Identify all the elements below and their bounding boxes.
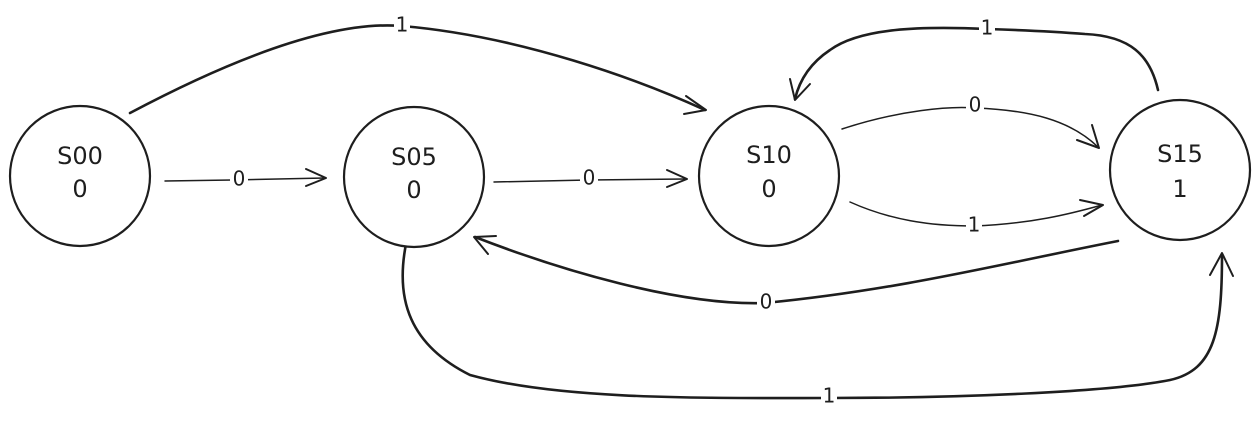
transition-label: 1 bbox=[396, 13, 409, 37]
transition-s15-s10: 1 bbox=[789, 16, 1160, 101]
state-name: S05 bbox=[391, 143, 437, 171]
state-node-s05[interactable]: S05 0 bbox=[342, 105, 486, 249]
transition-s00-s05: 0 bbox=[164, 167, 327, 192]
transition-s10-s15-lower: 1 bbox=[849, 199, 1104, 238]
state-output: 0 bbox=[761, 175, 776, 203]
transition-s05-s15: 1 bbox=[401, 242, 1234, 411]
state-name: S15 bbox=[1157, 140, 1203, 168]
transition-s05-s10: 0 bbox=[493, 166, 688, 191]
state-name: S00 bbox=[57, 142, 103, 170]
transition-label: 0 bbox=[969, 93, 982, 117]
transition-label: 1 bbox=[981, 16, 994, 40]
transition-label: 1 bbox=[823, 384, 836, 408]
state-node-s15[interactable]: S15 1 bbox=[1108, 98, 1252, 242]
transition-label: 0 bbox=[583, 166, 596, 190]
transition-s10-s15-upper: 0 bbox=[841, 93, 1100, 149]
state-output: 0 bbox=[72, 175, 87, 203]
transition-label: 0 bbox=[233, 167, 246, 191]
transition-s15-s05: 0 bbox=[473, 235, 1120, 316]
state-node-s00[interactable]: S00 0 bbox=[8, 104, 152, 248]
transition-label: 0 bbox=[760, 290, 773, 314]
transition-s00-s10: 1 bbox=[128, 13, 707, 115]
state-output: 1 bbox=[1172, 175, 1187, 203]
state-name: S10 bbox=[746, 141, 792, 169]
transition-label: 1 bbox=[968, 213, 981, 237]
state-node-s10[interactable]: S10 0 bbox=[697, 104, 841, 248]
state-output: 0 bbox=[406, 176, 421, 204]
